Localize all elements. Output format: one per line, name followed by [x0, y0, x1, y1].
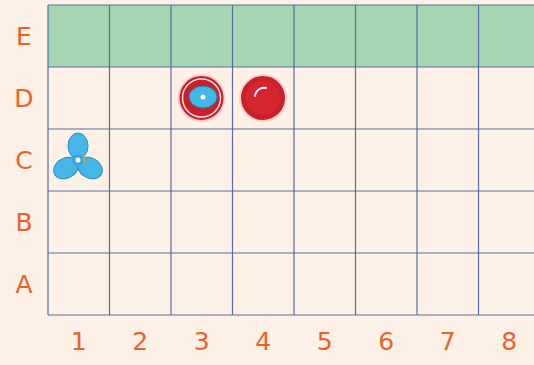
column-label: 7: [440, 329, 456, 354]
column-label: 8: [501, 329, 517, 354]
column-label: 3: [194, 329, 210, 354]
column-label: 1: [71, 329, 87, 354]
row-label: B: [15, 210, 32, 235]
column-label: 6: [378, 329, 394, 354]
row-label: C: [15, 148, 32, 173]
red-ball-piece: [240, 75, 286, 121]
column-label: 4: [255, 329, 271, 354]
column-label: 2: [132, 329, 148, 354]
grid-lines: [48, 5, 534, 315]
row-label: A: [15, 272, 32, 297]
column-label: 5: [317, 329, 333, 354]
blue-propeller-piece: [50, 133, 107, 183]
goal-row: [48, 5, 534, 67]
row-label: E: [16, 24, 32, 49]
red-blue-piece: [179, 75, 225, 121]
row-label: D: [14, 86, 33, 111]
